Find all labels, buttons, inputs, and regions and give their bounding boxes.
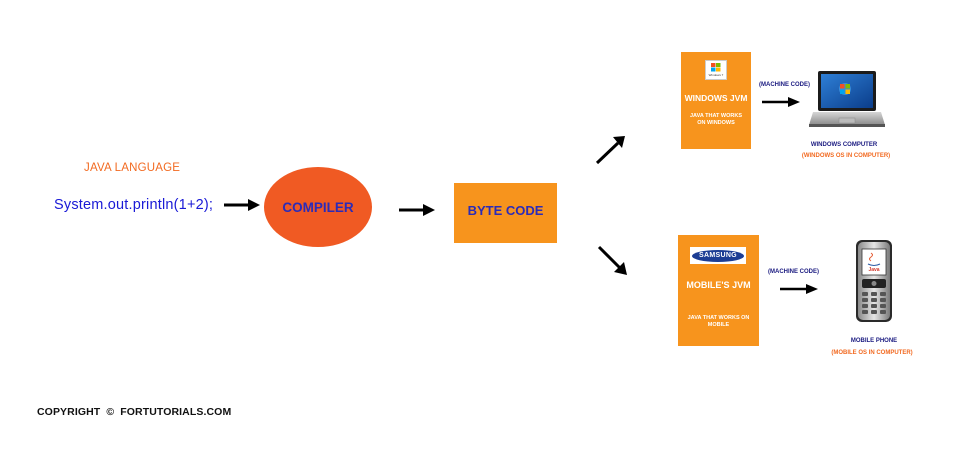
bytecode-node: BYTE CODE — [454, 183, 557, 243]
arrow-windows-jvm-to-computer — [762, 97, 800, 107]
arrow-bytecode-to-mobile — [597, 245, 627, 275]
phone-screen-text: Java — [868, 267, 880, 273]
mobile-jvm-subtitle: JAVA THAT WORKS ON MOBILE — [687, 315, 750, 328]
windows-device-os: (WINDOWS OS IN COMPUTER) — [801, 153, 891, 159]
mobile-jvm-title: MOBILE'S JVM — [686, 280, 751, 290]
mobile-jvm-box: SAMSUNG MOBILE'S JVM JAVA THAT WORKS ON … — [678, 235, 759, 346]
mobile-machine-code-label: (MACHINE CODE) — [768, 269, 819, 275]
java-language-label: JAVA LANGUAGE — [84, 162, 181, 174]
arrow-compiler-to-bytecode — [399, 204, 435, 216]
mobile-device-os: (MOBILE OS IN COMPUTER) — [831, 350, 913, 356]
phone-icon — [856, 240, 892, 322]
code-sample: System.out.println(1+2); — [54, 197, 214, 213]
windows-flag-icon — [711, 63, 721, 72]
samsung-logo-ellipse: SAMSUNG — [692, 249, 744, 262]
windows-jvm-box: Windows 7 WINDOWS JVM JAVA THAT WORKS ON… — [681, 52, 751, 149]
compiler-label: COMPILER — [282, 199, 354, 215]
windows-jvm-title: WINDOWS JVM — [684, 93, 748, 103]
windows-device-name: WINDOWS COMPUTER — [810, 142, 878, 148]
compiler-node: COMPILER — [264, 167, 372, 247]
laptop-icon — [809, 71, 885, 127]
mobile-device-name: MOBILE PHONE — [850, 338, 898, 344]
arrow-mobile-jvm-to-phone — [780, 284, 818, 294]
windows-machine-code-label: (MACHINE CODE) — [759, 82, 810, 88]
samsung-logo-text: SAMSUNG — [699, 252, 737, 259]
windows-logo-text: Windows 7 — [708, 73, 724, 77]
arrow-bytecode-to-windows — [595, 136, 625, 165]
windows-logo: Windows 7 — [705, 60, 727, 80]
arrow-code-to-compiler — [224, 199, 260, 211]
copyright-notice: COPYRIGHT © FORTUTORIALS.COM — [37, 406, 232, 418]
bytecode-label: BYTE CODE — [467, 203, 544, 218]
samsung-logo: SAMSUNG — [690, 247, 746, 264]
windows-jvm-subtitle: JAVA THAT WORKS ON WINDOWS — [689, 113, 743, 126]
